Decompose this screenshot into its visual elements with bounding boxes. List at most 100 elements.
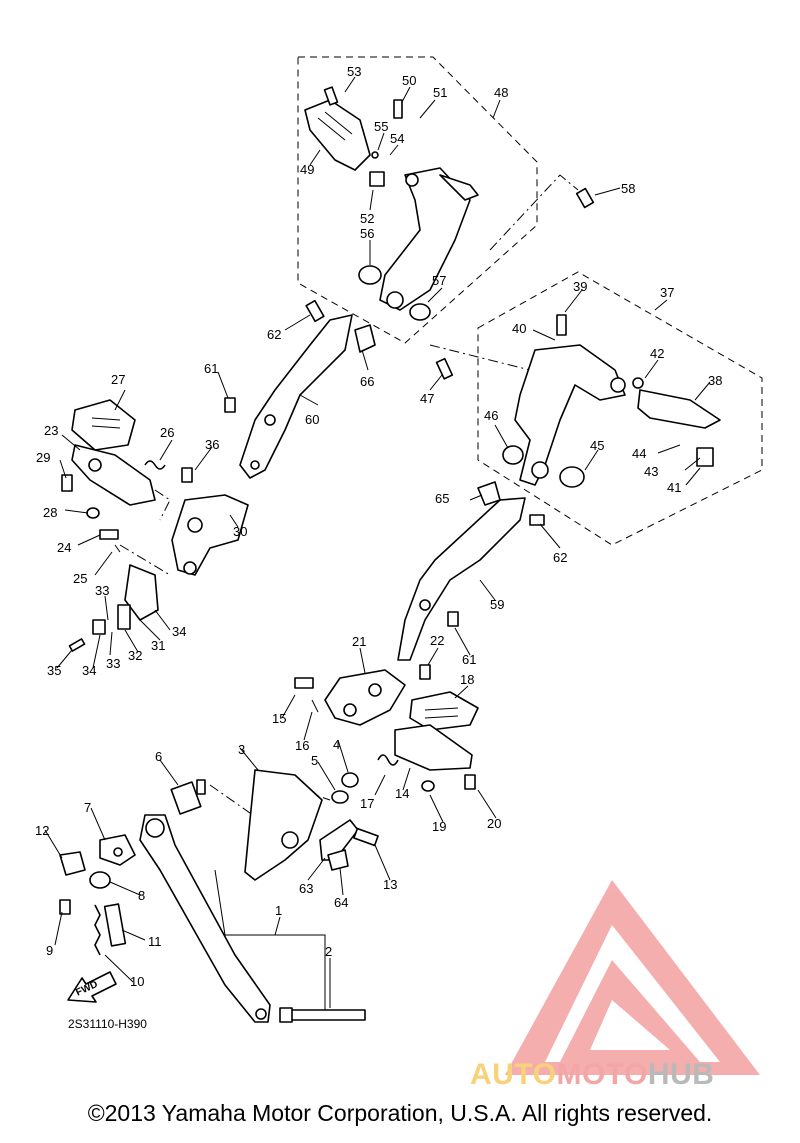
assembly-line-b [429,344,531,371]
cotter-pin-16 [311,699,319,713]
callout-44: 44 [632,446,646,461]
bushing-57 [409,303,431,321]
callout-58: 58 [621,181,635,196]
fwd-arrow-icon: FWD [67,971,117,1003]
bolt-50 [393,99,403,119]
callout-6: 6 [155,749,162,764]
callout-45: 45 [590,438,604,453]
footpeg-27 [71,399,136,451]
callout-43: 43 [644,464,658,479]
callout-54: 54 [390,131,404,146]
callout-28: 28 [43,505,57,520]
callout-29: 29 [36,450,50,465]
callout-33-upper: 33 [95,583,109,598]
sleeve-11 [103,903,127,947]
callout-22: 22 [430,633,444,648]
footpeg-bracket-21 [324,669,406,726]
rod-2 [279,1007,366,1023]
footpeg-18 [409,691,479,731]
callout-37: 37 [660,285,674,300]
bolt-61-upper [224,397,236,413]
callout-7: 7 [84,800,91,815]
callout-14: 14 [395,786,409,801]
callout-34-left: 34 [82,663,96,678]
bolt-20 [464,774,476,790]
callout-35-main: 35 [47,663,61,678]
bracket-3 [244,769,323,881]
brake-pedal-1 [139,814,271,1023]
callout-60: 60 [305,412,319,427]
callout-32: 32 [128,648,142,663]
callout-65: 65 [435,491,449,506]
rear-footrest-bracket-37 [514,344,626,486]
callout-46: 46 [484,408,498,423]
callout-61-upper: 61 [204,361,218,376]
callout-24: 24 [57,540,71,555]
bracket-41 [696,447,714,467]
callout-41: 41 [667,480,681,495]
footpeg-38 [637,389,721,429]
callout-36: 36 [205,437,219,452]
footpeg-bracket-23 [71,444,156,506]
bushing-46 [502,445,524,465]
callout-63: 63 [299,881,313,896]
callout-57: 57 [432,273,446,288]
callout-61-lower: 61 [462,652,476,667]
callout-38: 38 [708,373,722,388]
callout-labels: 53 50 51 48 55 54 49 52 56 57 58 39 37 4… [35,64,722,989]
callout-30: 30 [233,524,247,539]
callout-25: 25 [73,571,87,586]
bolt-62-upper [305,299,325,323]
callout-66: 66 [360,374,374,389]
callout-56: 56 [360,226,374,241]
assembly-line-c [154,489,171,521]
bolt-36 [181,467,193,483]
damper-32 [117,604,131,630]
bolt-9 [59,899,71,915]
footpeg-49 [304,99,371,171]
bolt-47 [435,357,454,380]
bolt-29 [61,474,73,492]
callout-49: 49 [300,162,314,177]
callout-53: 53 [347,64,361,79]
rear-footrest-bracket-48 [379,167,479,311]
watermark-moto: MOTO [556,1058,648,1091]
rear-plate-60 [239,314,353,479]
clip-55 [371,151,379,159]
callout-23: 23 [44,423,58,438]
callout-9: 9 [46,943,53,958]
bolt-58 [575,187,595,209]
callout-47-main: 47 [420,391,434,406]
bushing-56 [358,265,382,285]
callout-64: 64 [334,895,348,910]
assembly-line-a [489,174,579,251]
callout-26: 26 [160,425,174,440]
spring-10 [94,904,101,956]
callout-3: 3 [238,742,245,757]
bracket-63 [319,819,359,861]
leader-lines [44,76,711,1010]
watermark-auto: AUTO [470,1058,557,1091]
pin-24 [99,529,119,540]
watermark-logo [505,880,760,1075]
callout-11: 11 [148,934,162,949]
callout-8: 8 [138,888,145,903]
clamp-65 [477,481,501,506]
callout-52: 52 [360,211,374,226]
callout-10: 10 [130,974,144,989]
callout-34-right: 34 [172,624,186,639]
bracket-31 [124,564,159,621]
callout-40: 40 [512,321,526,336]
group-box-48 [297,56,538,344]
pin-15 [294,677,314,689]
plate-33 [92,619,106,635]
callout-2: 2 [325,944,332,959]
washer-5 [331,790,349,804]
spring-26 [144,460,166,470]
callout-31: 31 [151,638,165,653]
callout-13: 13 [383,877,397,892]
callout-21: 21 [352,634,366,649]
callout-4: 4 [333,737,340,752]
callout-12: 12 [35,823,49,838]
callout-1: 1 [275,903,282,918]
